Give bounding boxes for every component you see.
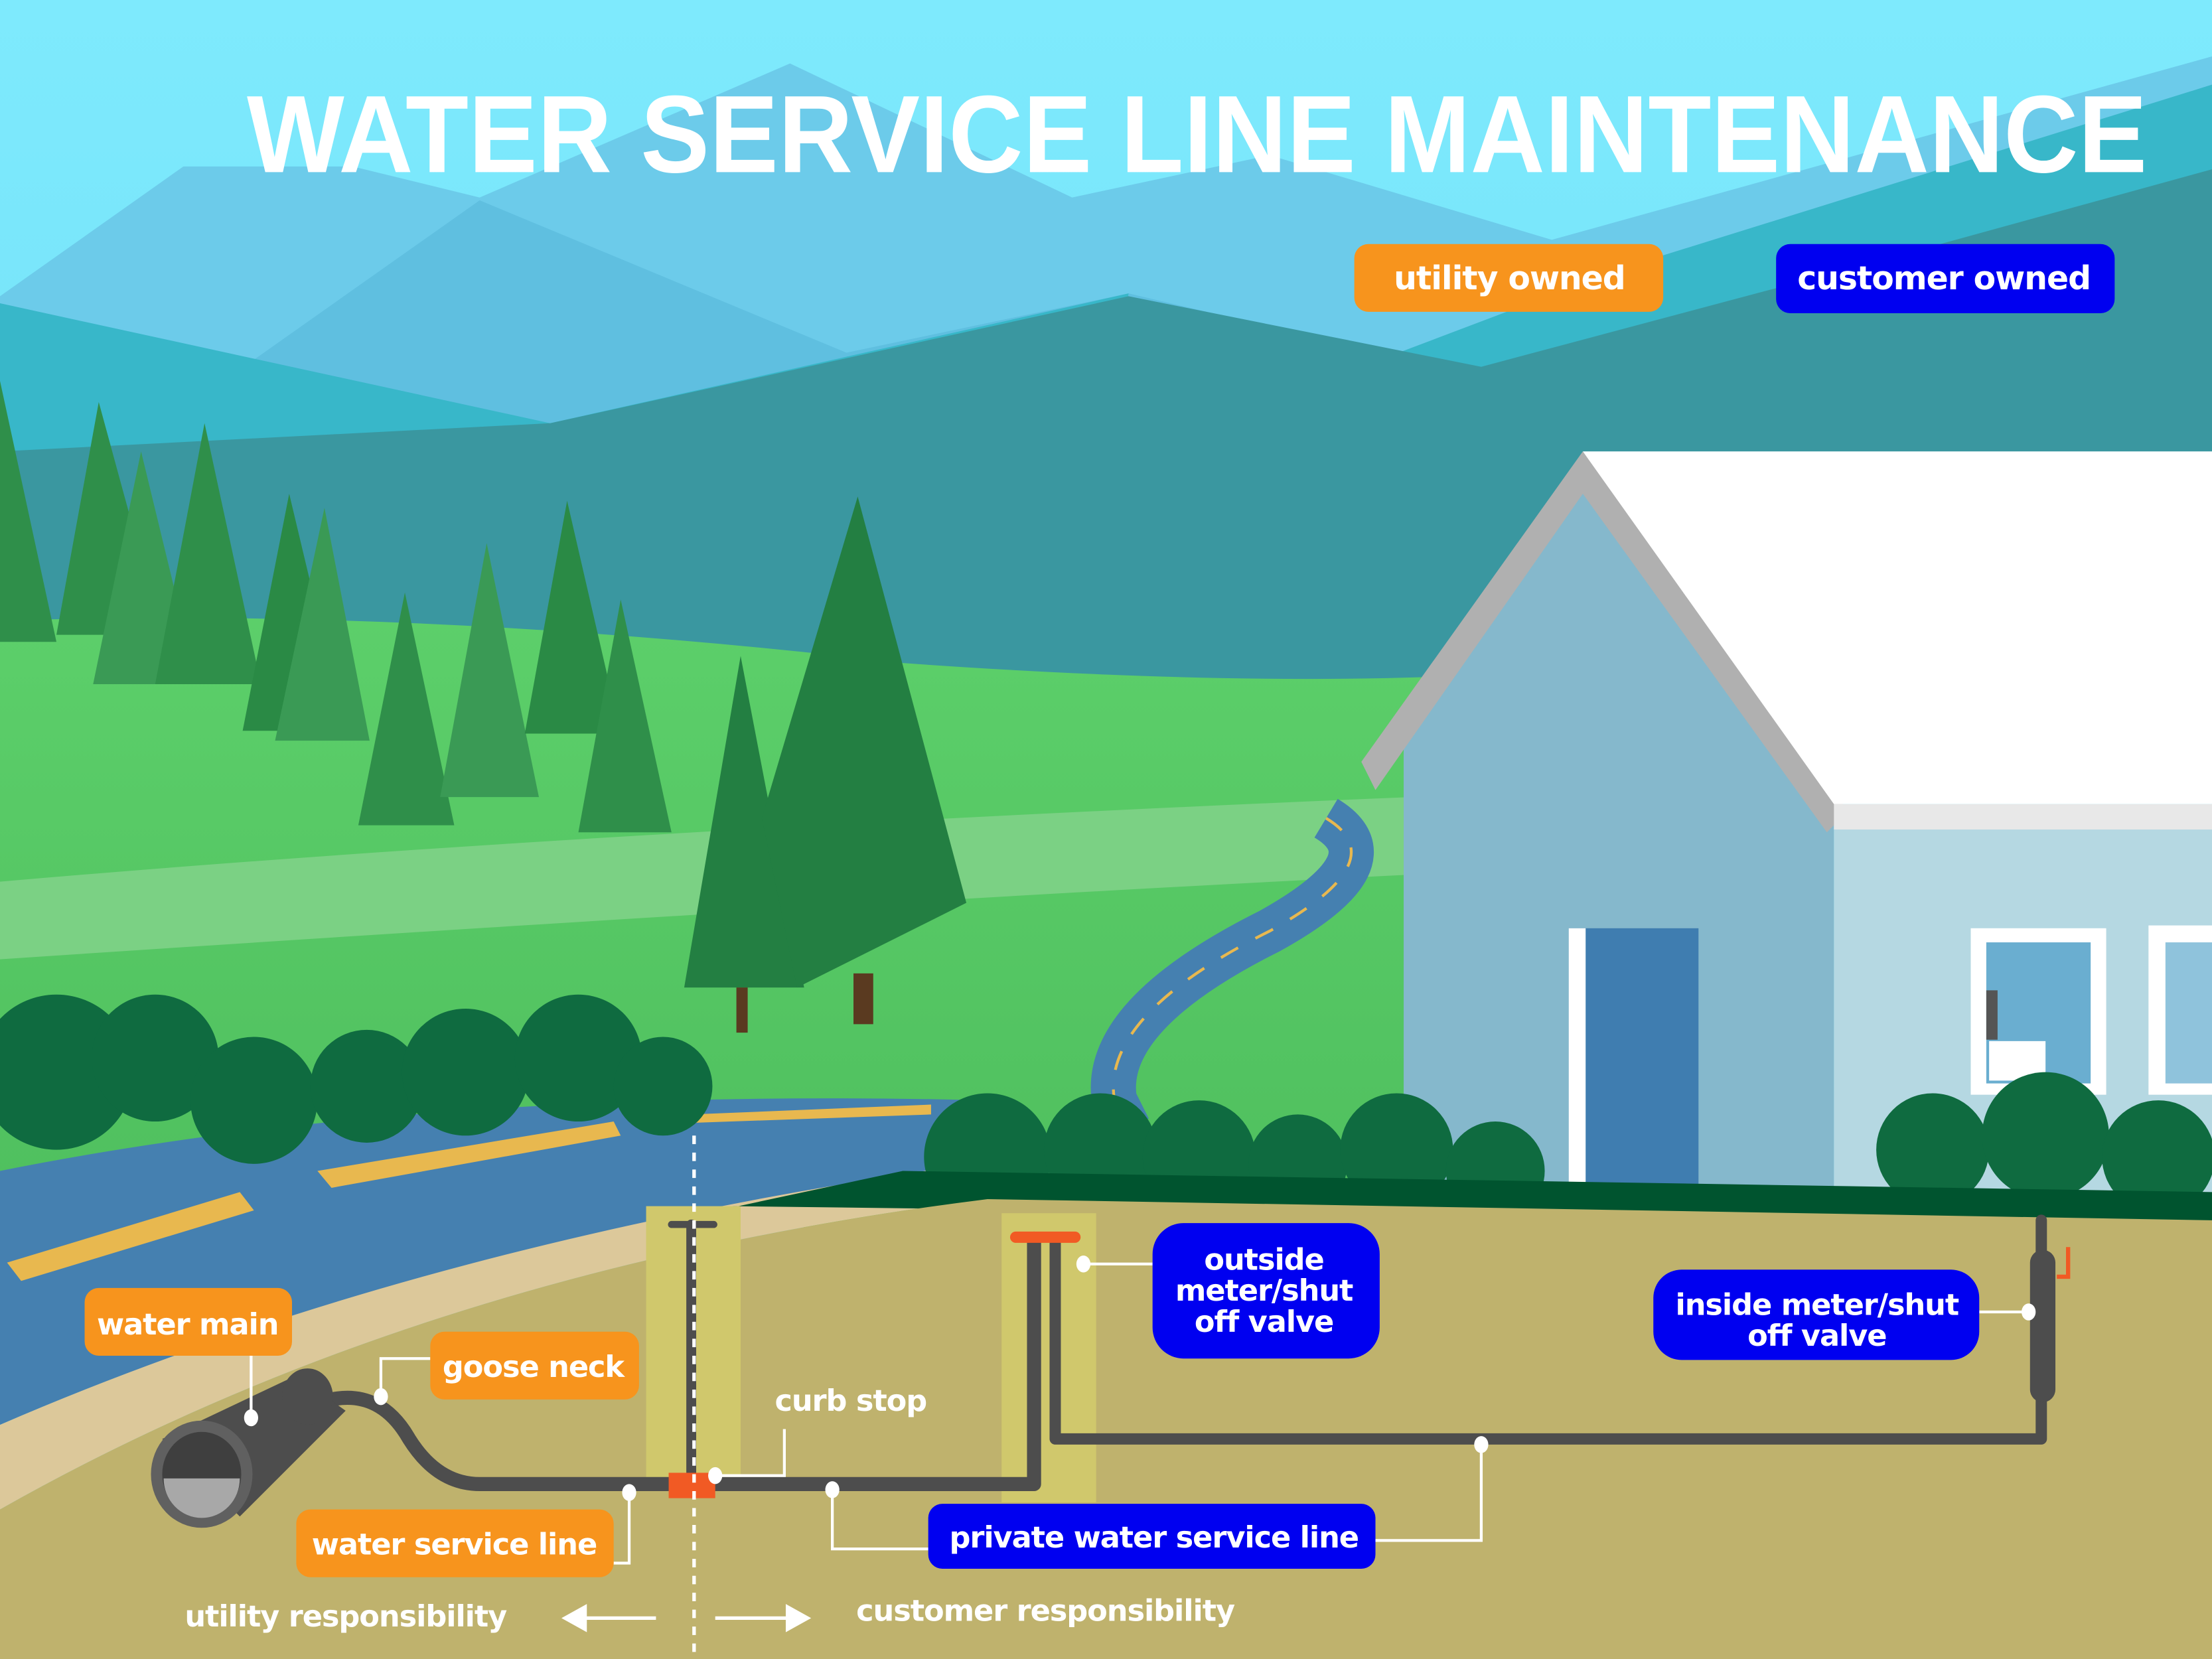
label-private-water-service-line: private water service line: [928, 1504, 1376, 1569]
inside-valve-handle: [2057, 1247, 2071, 1279]
label-water-main: water main: [84, 1287, 293, 1356]
outside-meter-valve: [1009, 1231, 1081, 1243]
callout-connectors: [244, 1256, 2036, 1565]
svg-text:water service line: water service line: [312, 1528, 597, 1562]
forest: [0, 380, 967, 1033]
svg-text:off valve: off valve: [1195, 1305, 1333, 1339]
label-water-service-line: water service line: [296, 1509, 614, 1577]
label-outside-meter: outside meter/shut off valve: [1152, 1223, 1380, 1359]
arrow-left-icon: [561, 1604, 656, 1632]
arrow-right-icon: [715, 1604, 812, 1632]
customer-responsibility: customer responsibility: [856, 1594, 1235, 1628]
svg-text:utility owned: utility owned: [1394, 259, 1625, 297]
water-main-pipe: [151, 1368, 346, 1528]
svg-text:goose neck: goose neck: [443, 1350, 626, 1384]
pipes: [324, 1214, 2056, 1492]
label-curb-stop: curb stop: [774, 1384, 926, 1418]
label-inside-meter: inside meter/shut off valve: [1653, 1269, 1980, 1360]
faucet-icon: [1986, 990, 1998, 1040]
svg-text:off valve: off valve: [1747, 1319, 1886, 1353]
svg-text:inside meter/shut: inside meter/shut: [1675, 1287, 1958, 1322]
svg-text:customer owned: customer owned: [1797, 259, 2091, 297]
svg-text:private water service line: private water service line: [950, 1520, 1359, 1555]
svg-text:meter/shut: meter/shut: [1175, 1273, 1353, 1308]
legend-utility-owned: utility owned: [1354, 244, 1664, 312]
road: [0, 1098, 988, 1425]
svg-text:water main: water main: [97, 1307, 279, 1342]
door: [1568, 928, 1699, 1196]
utility-responsibility: utility responsibility: [184, 1599, 507, 1634]
page-title: WATER SERVICE LINE MAINTENANCE: [247, 73, 2147, 196]
svg-text:outside: outside: [1204, 1242, 1323, 1277]
label-goose-neck: goose neck: [430, 1331, 639, 1400]
curb-stop-valve: [668, 1473, 715, 1498]
legend-customer-owned: customer owned: [1776, 244, 2115, 313]
